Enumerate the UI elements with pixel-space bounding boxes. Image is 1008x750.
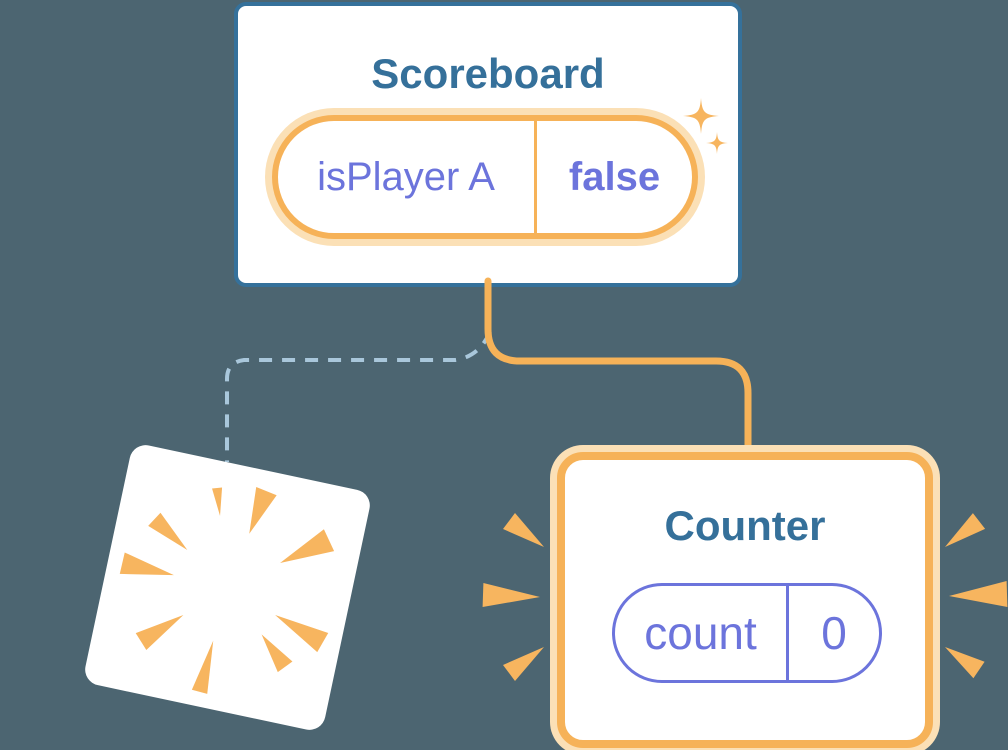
spark-wedge: [503, 647, 544, 681]
pill-divider: [534, 121, 537, 233]
destroyed-branch-connector: [225, 331, 492, 462]
counter-title: Counter: [664, 502, 826, 549]
scoreboard-state-pill: isPlayer A false: [272, 115, 698, 239]
spark-wedge: [503, 513, 544, 547]
spark-wedge: [261, 634, 293, 673]
pill-divider: [786, 586, 789, 680]
spark-wedge: [119, 552, 174, 576]
spark-wedge: [945, 513, 986, 547]
destroyed-component-card: [82, 442, 373, 733]
scoreboard-state-value: false: [568, 154, 661, 199]
spark-wedge: [280, 529, 335, 563]
scoreboard-component-card: Scoreboard isPlayer A false: [234, 2, 742, 287]
counter-state-pill: count 0: [612, 583, 882, 683]
spark-wedge: [945, 647, 985, 679]
scoreboard-title: Scoreboard: [371, 50, 605, 97]
scoreboard-state-name: isPlayer A: [317, 154, 495, 199]
spark-wedge: [949, 581, 1008, 607]
spark-wedge: [275, 615, 329, 653]
spark-wedge: [249, 486, 277, 534]
burst-icon: [119, 486, 335, 694]
counter-component-card: Counter count 0: [557, 452, 933, 748]
spark-wedge: [212, 487, 223, 516]
spark-wedge: [482, 583, 540, 607]
counter-state-value: 0: [821, 607, 847, 659]
counter-state-name: count: [644, 607, 757, 659]
spark-wedge: [191, 640, 214, 694]
spark-wedge: [148, 512, 188, 551]
counter-branch-connector: [484, 277, 752, 462]
spark-wedge: [135, 615, 184, 650]
